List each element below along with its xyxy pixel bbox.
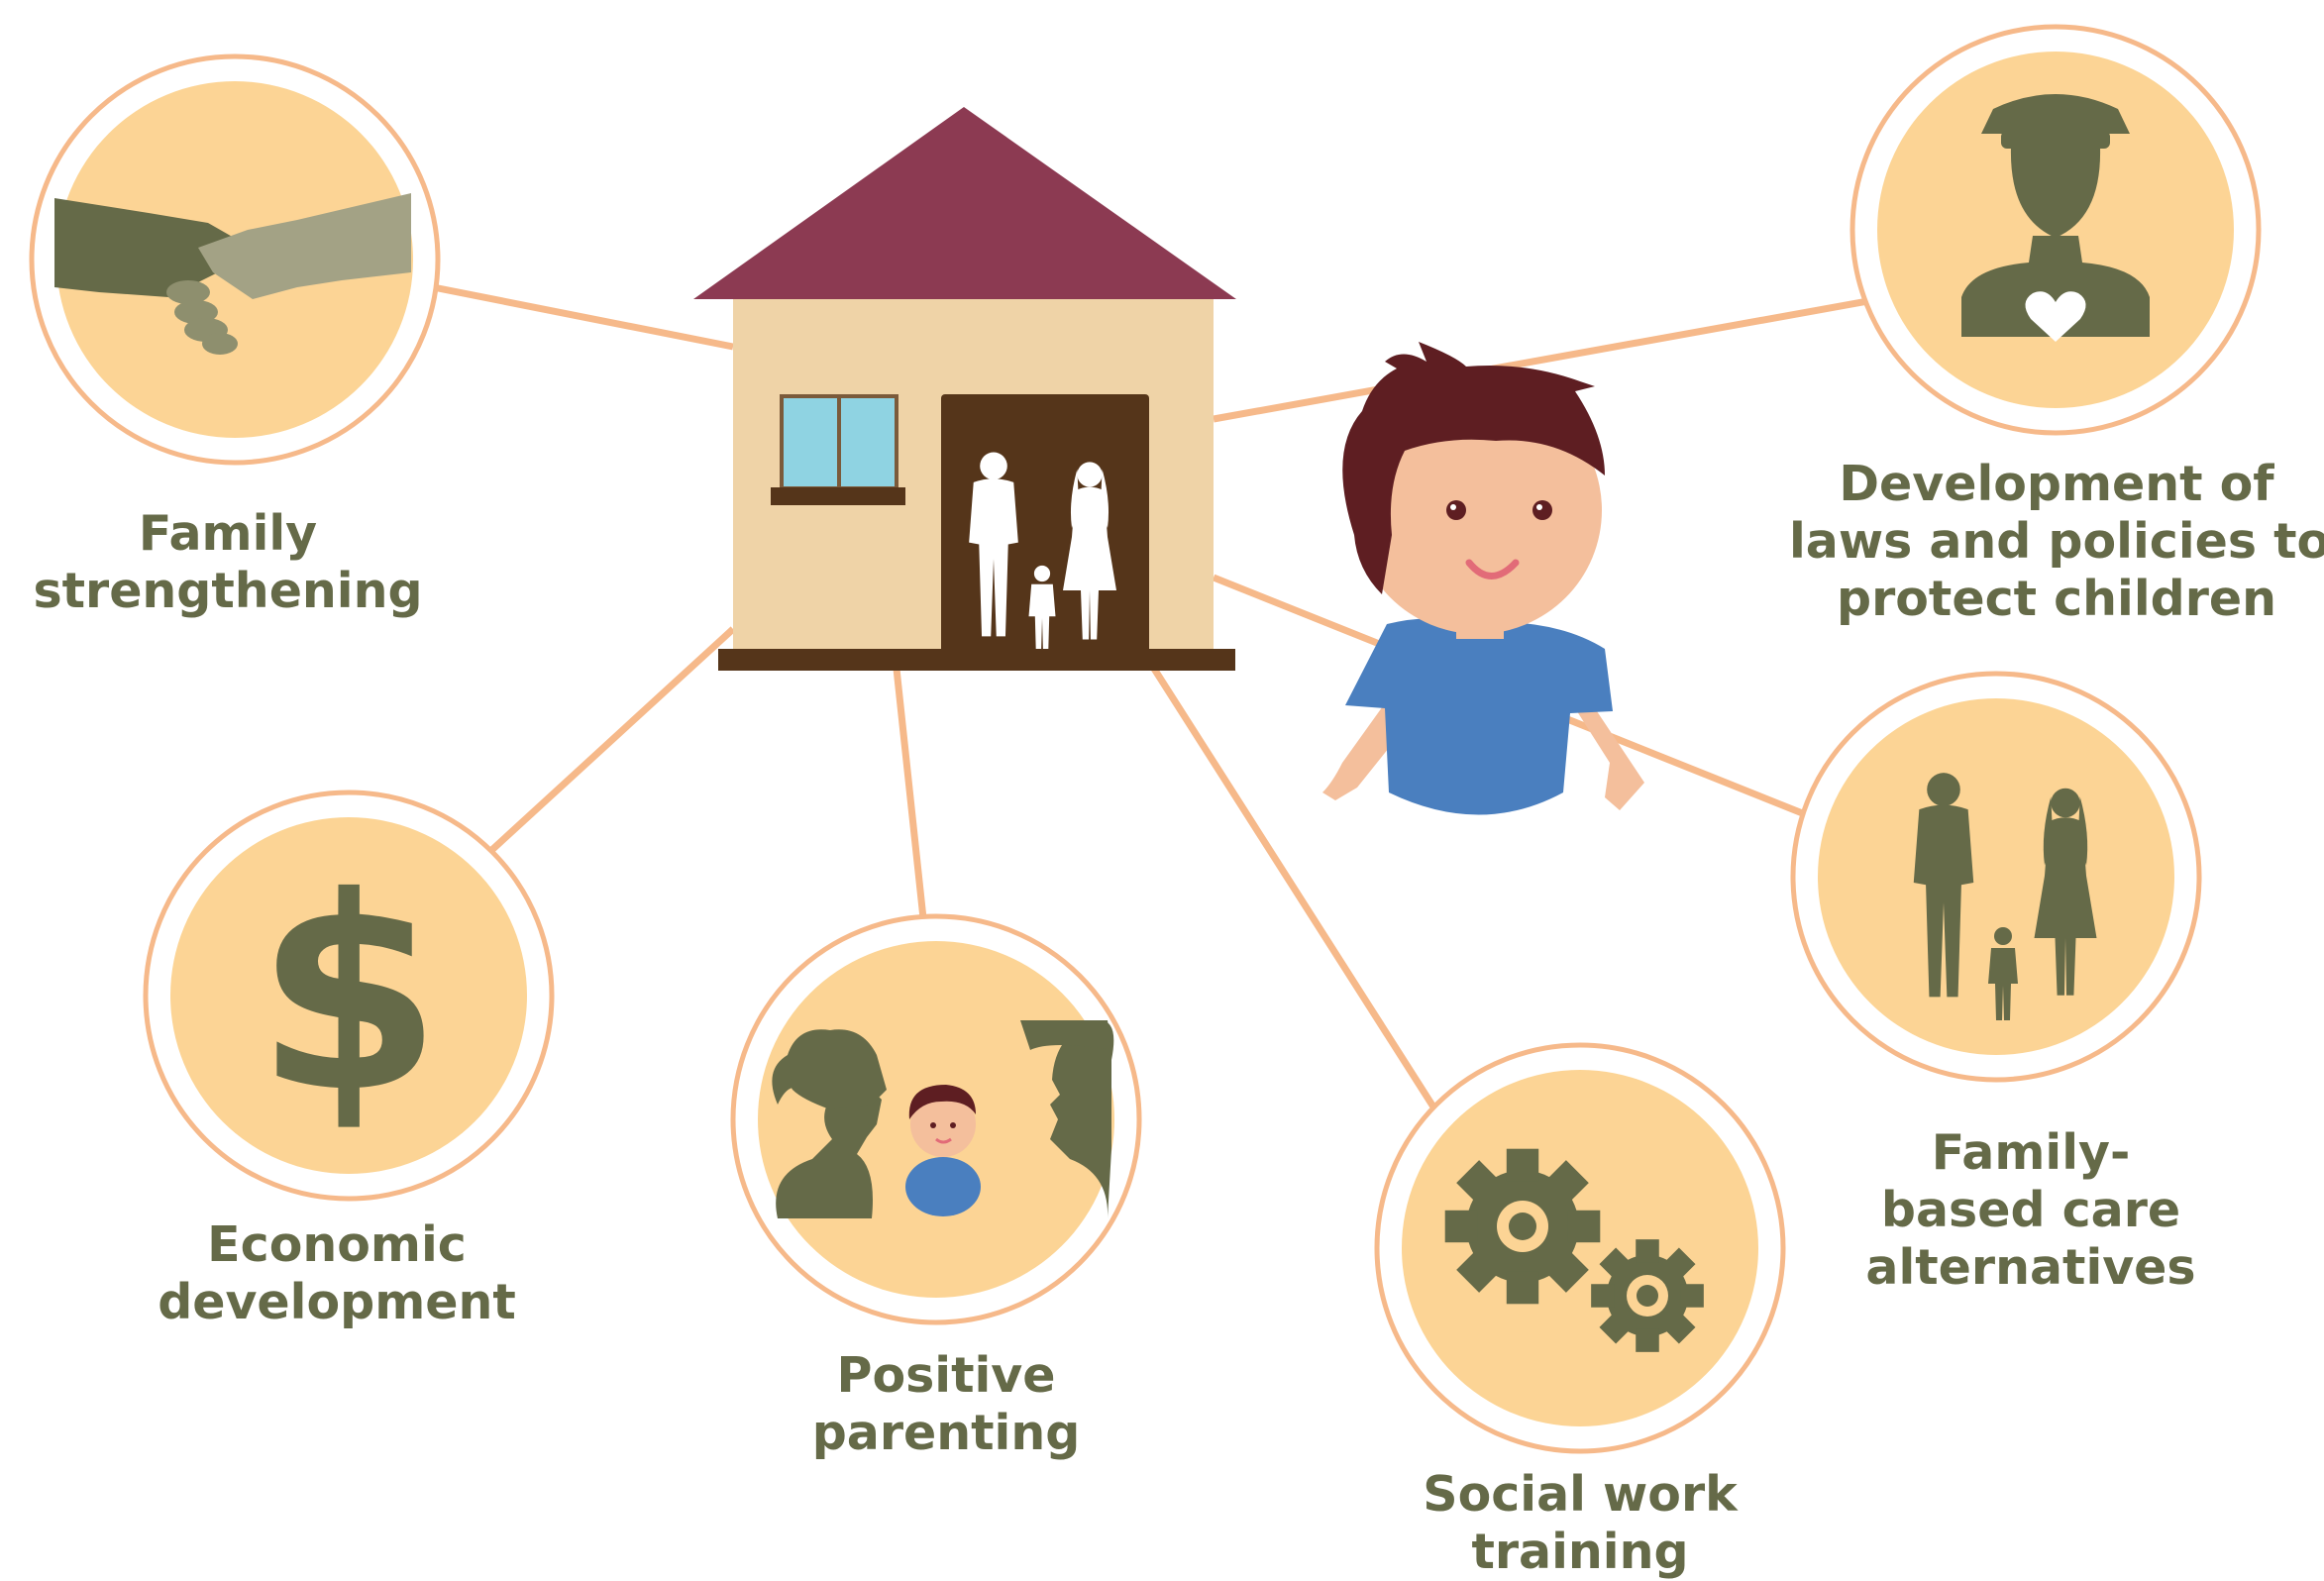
child-left-eye — [1446, 500, 1466, 520]
node-laws-policies — [1849, 24, 2262, 436]
connector-laws-policies — [1213, 293, 1891, 423]
connector-positive-parenting — [893, 668, 930, 947]
parents-child-icon — [772, 1020, 1114, 1218]
house-icon — [693, 107, 1236, 671]
child-icon — [1322, 342, 1644, 815]
node-disc — [1818, 698, 2174, 1055]
child-right-eye — [1532, 500, 1552, 520]
node-social-work-training — [1374, 1042, 1786, 1454]
connector-social-work-training — [1151, 667, 1444, 1121]
child-right-arm — [1575, 693, 1644, 810]
handshake-icon — [54, 193, 411, 355]
child-shirt — [1345, 618, 1613, 815]
house-roof — [693, 107, 1236, 299]
dollar-icon: $ — [256, 839, 442, 1151]
node-economic-development: $ — [143, 790, 555, 1202]
node-family-based-care — [1790, 671, 2202, 1083]
child-face — [1354, 386, 1602, 634]
child-face — [910, 1092, 976, 1157]
node-disc — [170, 817, 527, 1174]
house-base — [718, 649, 1235, 671]
child-body — [905, 1157, 981, 1216]
officer-heart-icon — [1961, 94, 2150, 342]
node-disc — [1402, 1070, 1758, 1426]
child-hair — [1342, 342, 1605, 594]
connector-economic-development — [471, 626, 736, 870]
connector-family-strengthening — [407, 278, 734, 351]
house-window-sill — [771, 487, 905, 505]
node-positive-parenting — [730, 913, 1142, 1325]
child-left-arm — [1322, 703, 1397, 800]
gears-icon — [1444, 1148, 1704, 1352]
node-family-strengthening — [29, 53, 441, 466]
child-smile — [1465, 559, 1520, 580]
